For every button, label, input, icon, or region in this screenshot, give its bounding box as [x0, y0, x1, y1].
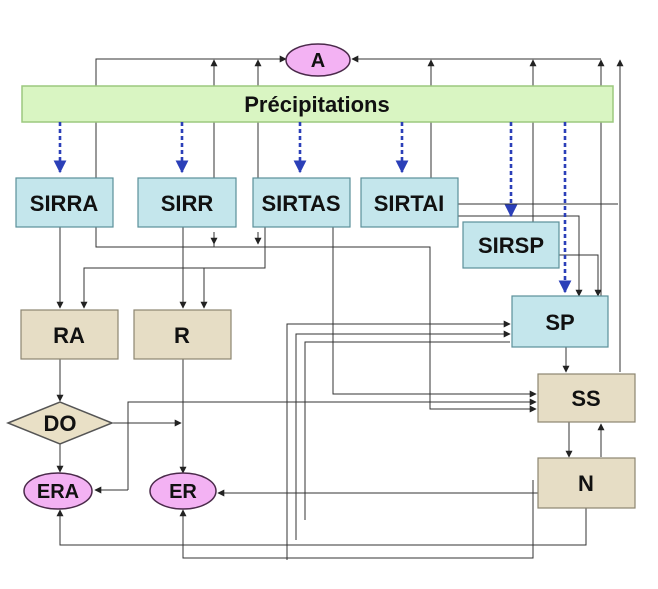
node-sp: [511, 295, 609, 348]
node-era-label: ERA: [37, 481, 79, 503]
node-sirra-label: SIRRA: [30, 191, 99, 216]
node-er: [149, 472, 217, 510]
connector-sirtas-to-ss: [332, 227, 537, 398]
node-r: [133, 309, 232, 360]
node-er-label: ER: [169, 481, 197, 503]
node-sirsp: [462, 221, 560, 269]
node-do: [5, 401, 115, 445]
node-do-label: DO: [44, 411, 77, 436]
connector-sirsp-to-sp: [558, 254, 602, 297]
node-sp-label: SP: [545, 310, 574, 335]
node-a: [285, 43, 351, 77]
node-sirtas-label: SIRTAS: [261, 191, 340, 216]
connector-sirra-horizontal: [95, 227, 215, 248]
connector-into-sp-1: [286, 320, 511, 560]
node-sirsp-label: SIRSP: [478, 233, 544, 258]
node-r-label: R: [174, 323, 190, 348]
node-ss-label: SS: [571, 386, 600, 411]
connector-sirtai-to-sp-down: [458, 215, 583, 297]
connector-lines: [56, 55, 624, 560]
connector-n-bottom-to-er: [179, 480, 534, 559]
connector-sirtai-to-ss: [429, 250, 537, 413]
node-a-label: A: [311, 50, 325, 72]
node-ra-label: RA: [53, 323, 85, 348]
node-sirr-label: SIRR: [161, 191, 214, 216]
node-n-label: N: [578, 471, 594, 496]
node-sirr: [137, 177, 237, 228]
precipitations-band: [21, 85, 614, 123]
node-ss: [537, 373, 636, 423]
connector-into-sp-2: [295, 330, 511, 540]
precipitation-arrows: [53, 122, 572, 294]
connector-into-sp-3: [304, 341, 510, 520]
node-sirra: [15, 177, 114, 228]
node-n: [537, 457, 636, 509]
node-era: [23, 472, 93, 510]
node-ra: [20, 309, 119, 360]
connector-sirra-to-a: [95, 55, 287, 178]
node-sirtai: [360, 177, 459, 228]
connector-do-to-ss: [127, 398, 537, 490]
node-sirtas: [252, 177, 351, 228]
connector-sirtas-to-ra-r: [80, 227, 266, 309]
connector-sirra-long: [214, 246, 431, 250]
node-sirtai-label: SIRTAI: [374, 191, 444, 216]
precipitations-label: Précipitations: [244, 92, 389, 117]
connector-n-to-bottom: [56, 508, 587, 546]
